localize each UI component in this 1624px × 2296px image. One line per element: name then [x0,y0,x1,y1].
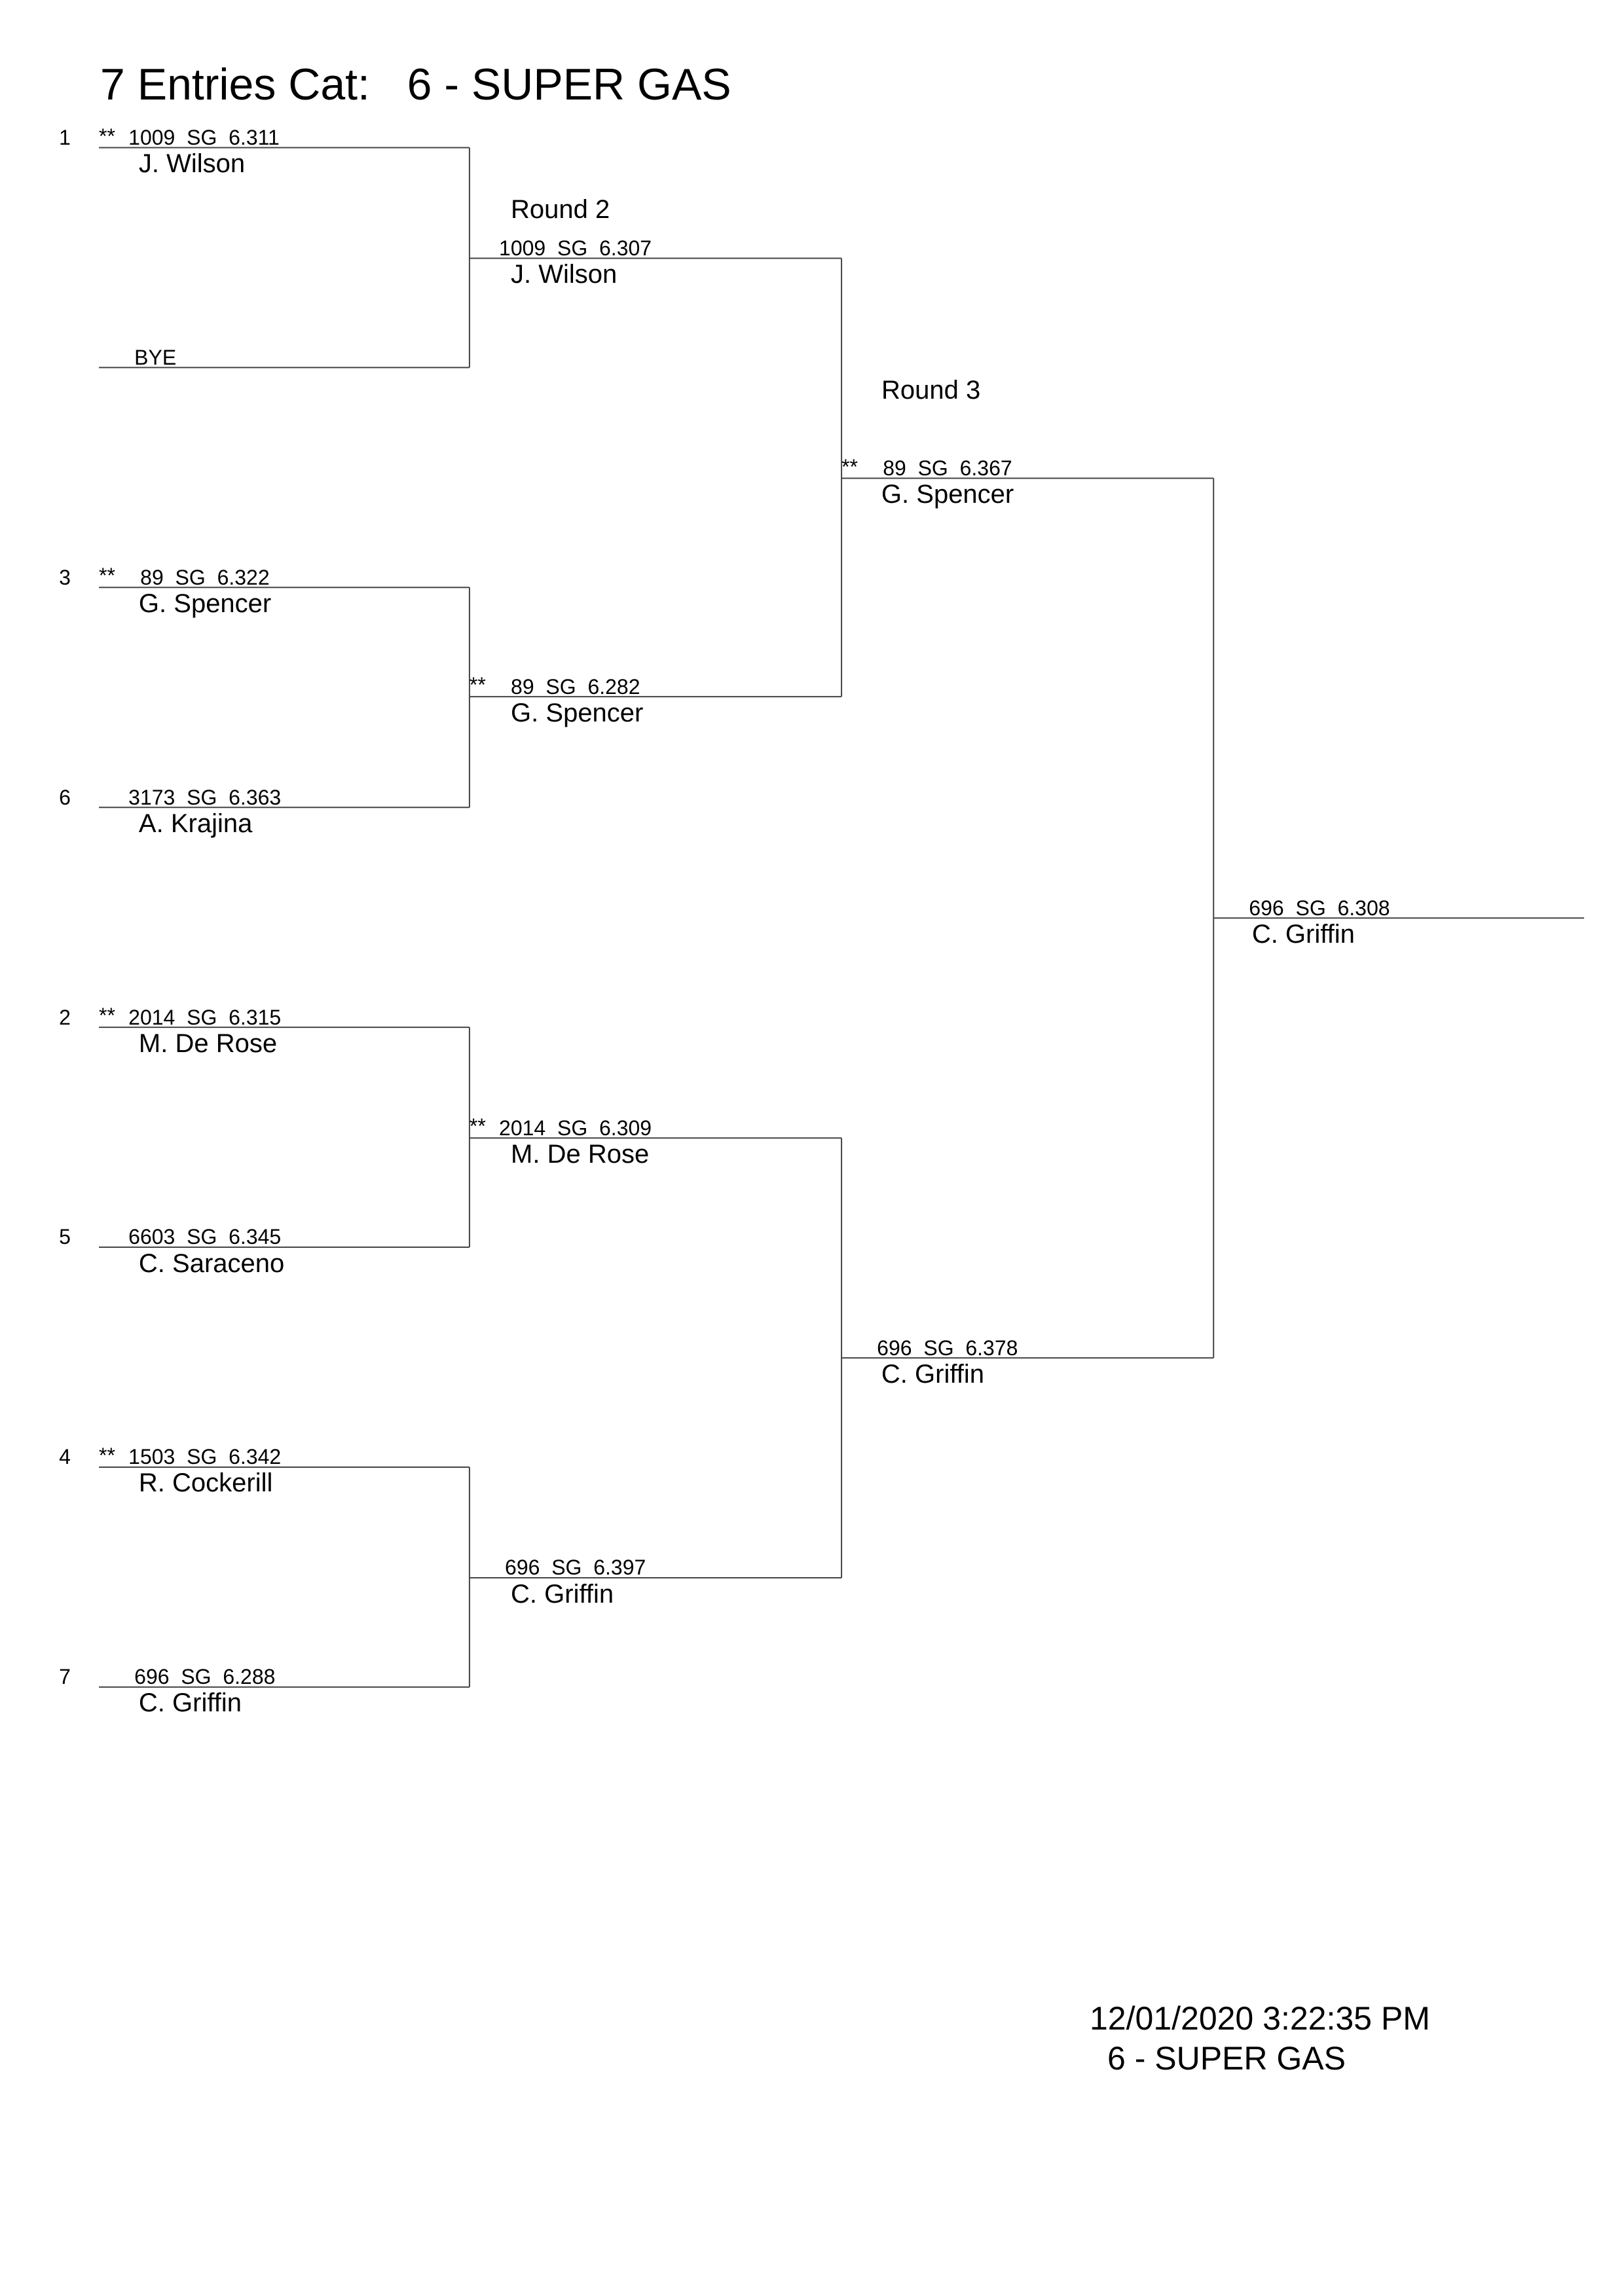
driver-name: M. De Rose [138,1029,278,1058]
entry-info: 2014 SG 6.315 [128,1005,282,1029]
seed-number: 6 [59,785,71,809]
driver-name: M. De Rose [511,1139,650,1169]
qualifier-mark: ** [99,1444,115,1468]
entry-info: 6603 SG 6.345 [128,1225,282,1249]
entry-info: 1009 SG 6.311 [128,125,280,149]
page-title: 7 Entries Cat: 6 - SUPER GAS [100,60,731,109]
footer-category: 6 - SUPER GAS [1107,2040,1346,2077]
seed-number: 5 [59,1225,71,1249]
entry-info: 2014 SG 6.309 [499,1116,652,1140]
entry-info: 89 SG 6.282 [511,674,640,699]
qualifier-mark: ** [841,454,858,479]
seed-number: 1 [59,125,71,149]
footer-timestamp: 12/01/2020 3:22:35 PM [1090,2000,1430,2037]
seed-number: 3 [59,565,71,589]
entry-info: 696 SG 6.288 [134,1665,276,1689]
entry-info: 3173 SG 6.363 [128,785,282,809]
round-2-label: Round 2 [511,195,610,224]
driver-name: G. Spencer [511,698,644,727]
qualifier-mark: ** [469,1114,486,1139]
entry-info: 1009 SG 6.307 [499,236,652,260]
entry-info: 696 SG 6.378 [877,1336,1018,1360]
seed-number: 7 [59,1665,71,1689]
entry-info: BYE [134,345,177,369]
driver-name: R. Cockerill [138,1468,273,1498]
driver-name: J. Wilson [511,260,618,289]
entry-info: 89 SG 6.322 [140,565,270,589]
seed-number: 4 [59,1445,71,1469]
driver-name: J. Wilson [138,149,246,178]
qualifier-mark: ** [99,124,115,148]
entry-info: 89 SG 6.367 [883,456,1012,480]
seed-number: 2 [59,1005,71,1029]
entry-info: 696 SG 6.308 [1249,896,1390,920]
driver-name: C. Saraceno [138,1248,285,1278]
qualifier-mark: ** [469,673,486,697]
entry-info: 1503 SG 6.342 [128,1445,282,1469]
qualifier-mark: ** [99,564,115,588]
qualifier-mark: ** [99,1004,115,1028]
driver-name: C. Griffin [511,1579,614,1609]
entry-info: 696 SG 6.397 [505,1556,646,1580]
driver-name: C. Griffin [138,1688,242,1718]
driver-name: C. Griffin [881,1359,984,1389]
driver-name: A. Krajina [138,809,253,838]
driver-name: G. Spencer [138,589,272,618]
round-3-label: Round 3 [881,376,981,405]
driver-name: C. Griffin [1251,919,1355,949]
driver-name: G. Spencer [881,479,1014,509]
